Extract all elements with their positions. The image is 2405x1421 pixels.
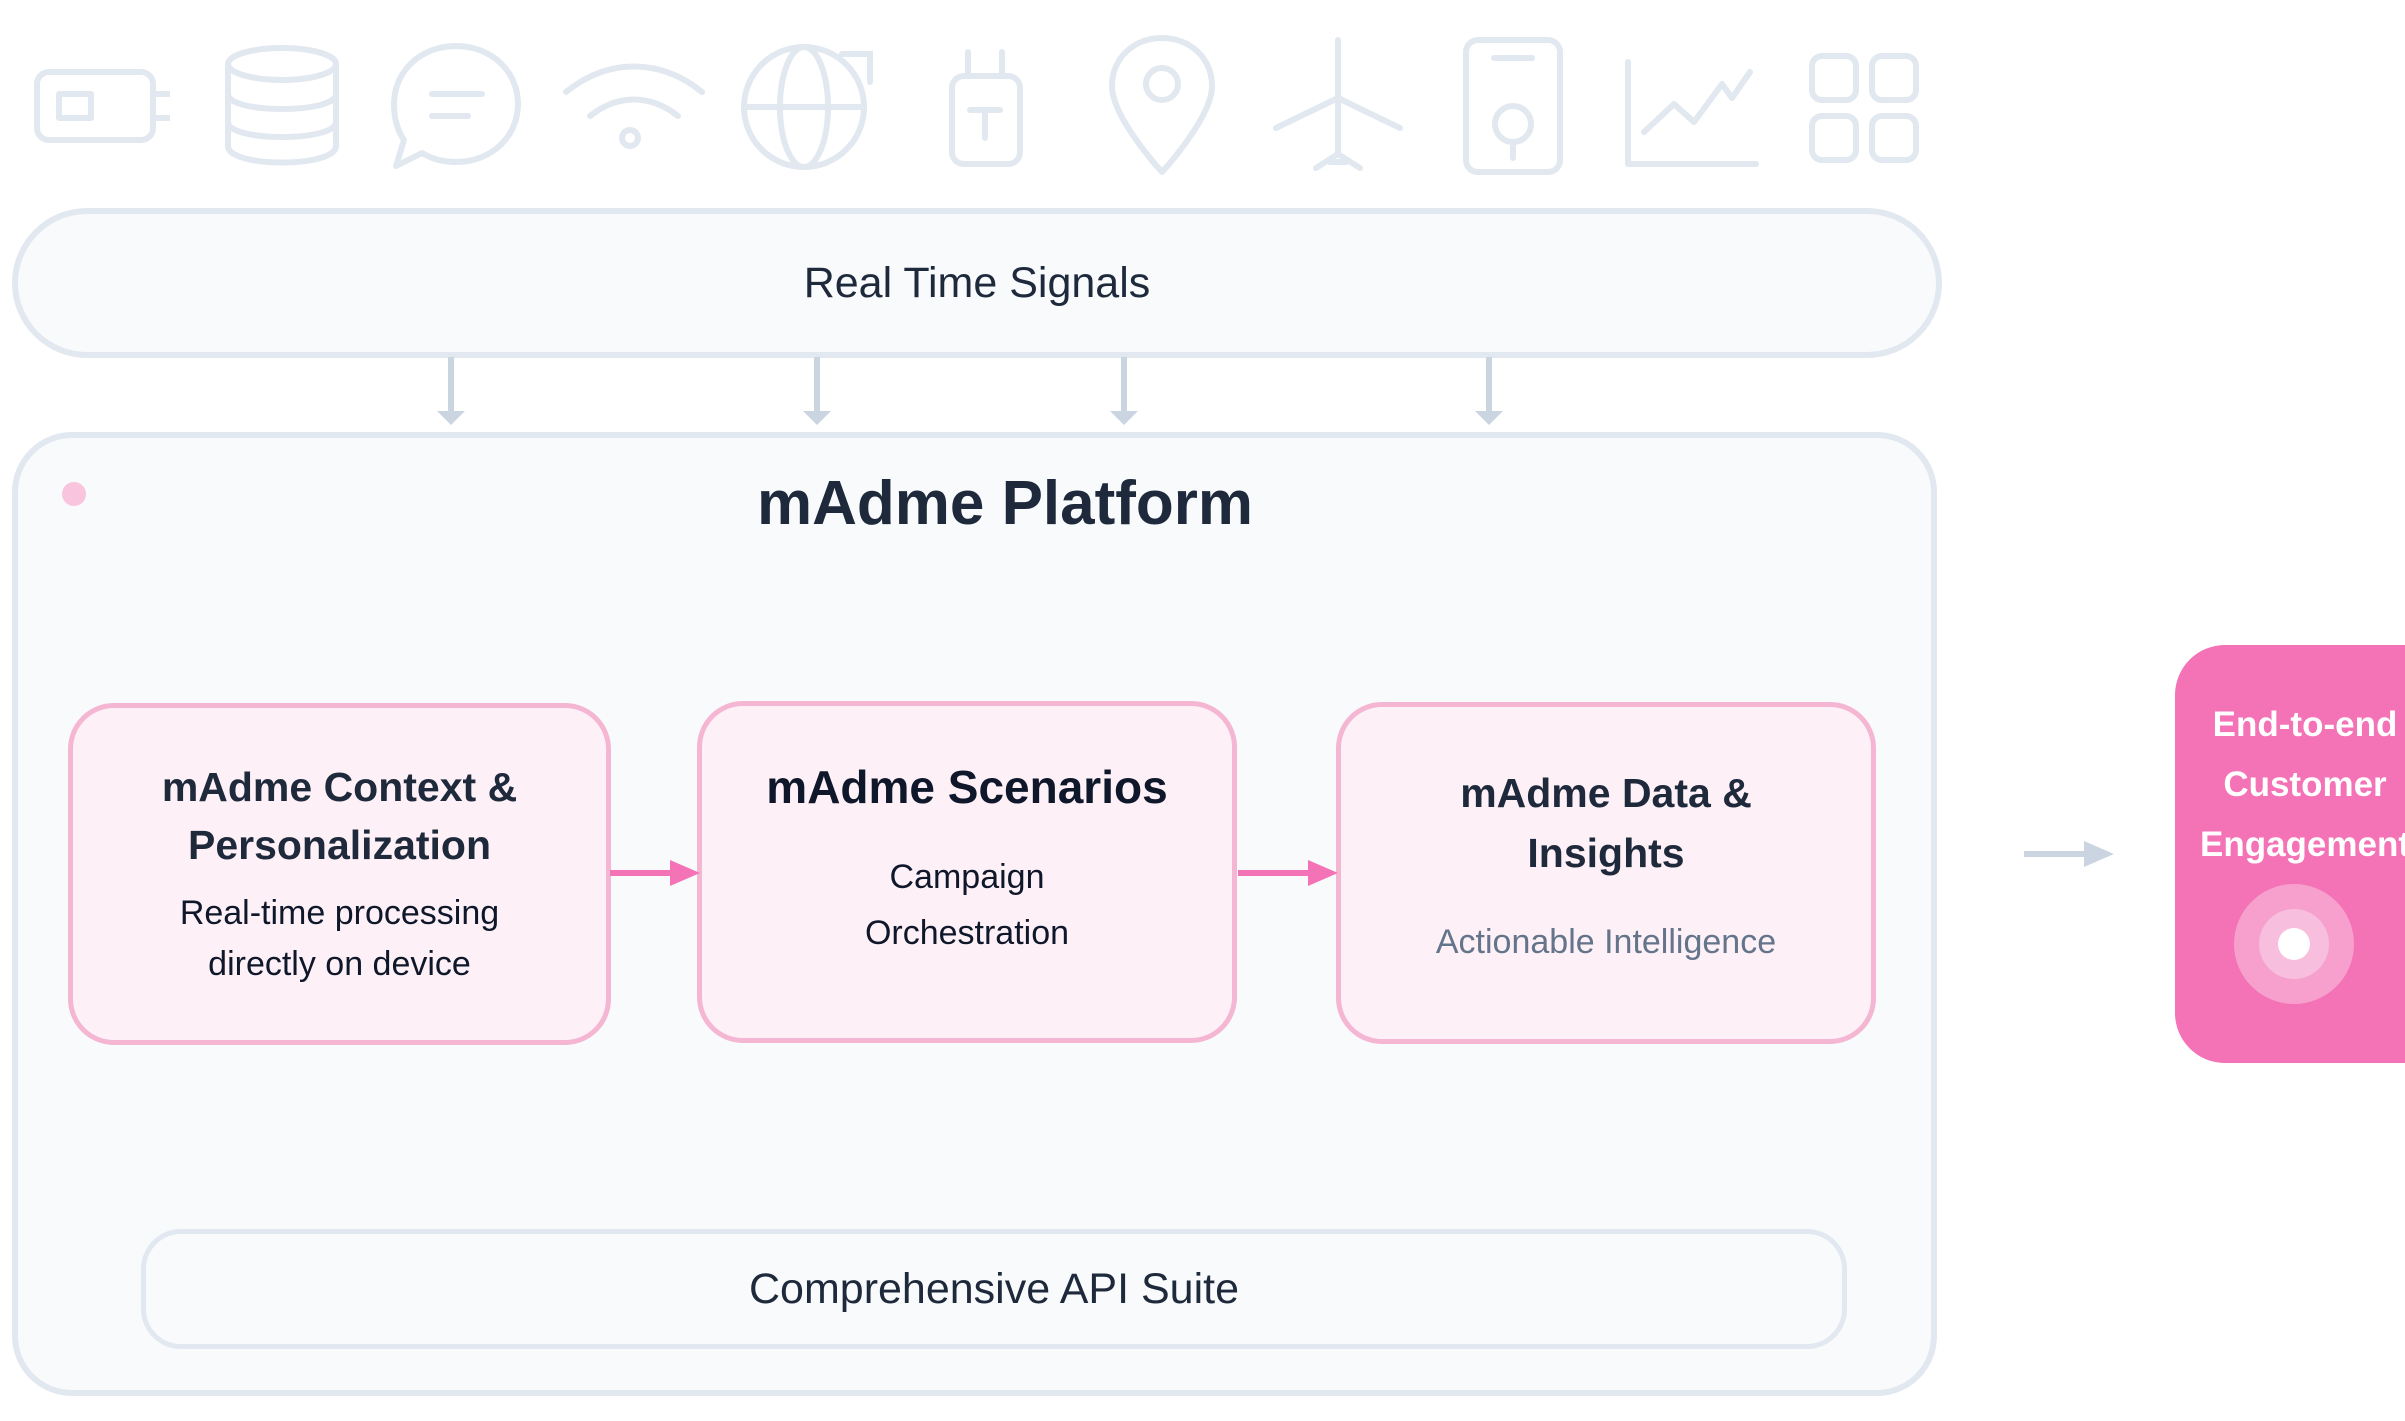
real-time-signals-bar: Real Time Signals: [12, 208, 1942, 358]
platform-title: mAdme Platform: [756, 469, 1254, 538]
database-icon: [225, 45, 339, 166]
device-icon: [1463, 37, 1563, 175]
module-data-insights: mAdme Data & Insights Actionable Intelli…: [1336, 702, 1876, 1044]
engagement-arrow: [2024, 841, 2114, 867]
module-description: Orchestration: [864, 914, 1070, 952]
platform-dot: [62, 482, 86, 506]
engagement-label-line: Customer: [2223, 765, 2387, 804]
globe-icon: [741, 44, 873, 170]
module-description: Actionable Intelligence: [1435, 923, 1777, 961]
airplane-icon: [1273, 37, 1403, 171]
module-connector-1: [610, 860, 700, 886]
module-title-line: mAdme Data &: [1460, 770, 1752, 816]
module-context-personalization: mAdme Context & Personalization Real-tim…: [68, 703, 611, 1045]
location-pin-icon: [1109, 35, 1215, 175]
module-title-line: mAdme Context &: [161, 764, 518, 810]
battery-icon: [34, 69, 170, 143]
module-description: Real-time processing: [179, 894, 500, 932]
grid-icon: [1809, 53, 1919, 163]
real-time-signals-label: Real Time Signals: [803, 258, 1151, 307]
target-icon-center: [2278, 928, 2310, 960]
module-title-line: Personalization: [187, 822, 491, 868]
line-chart-icon: [1625, 59, 1759, 167]
api-suite-label: Comprehensive API Suite: [749, 1264, 1239, 1313]
chat-icon: [391, 43, 521, 169]
module-title-line: mAdme Scenarios: [766, 761, 1168, 813]
module-description: directly on device: [208, 945, 471, 983]
module-scenarios: mAdme Scenarios Campaign Orchestration: [697, 701, 1237, 1043]
module-title-line: Insights: [1527, 830, 1685, 876]
api-suite-bar: Comprehensive API Suite: [141, 1229, 1847, 1349]
engagement-label-line: Engagement: [2199, 825, 2405, 864]
walkie-talkie-icon: [949, 49, 1023, 167]
engagement-label-line: End-to-end: [2212, 705, 2398, 744]
signal-flow-arrows: [437, 357, 1503, 425]
wifi-icon: [563, 63, 705, 149]
module-description: Campaign: [889, 858, 1045, 896]
module-connector-2: [1238, 860, 1338, 886]
